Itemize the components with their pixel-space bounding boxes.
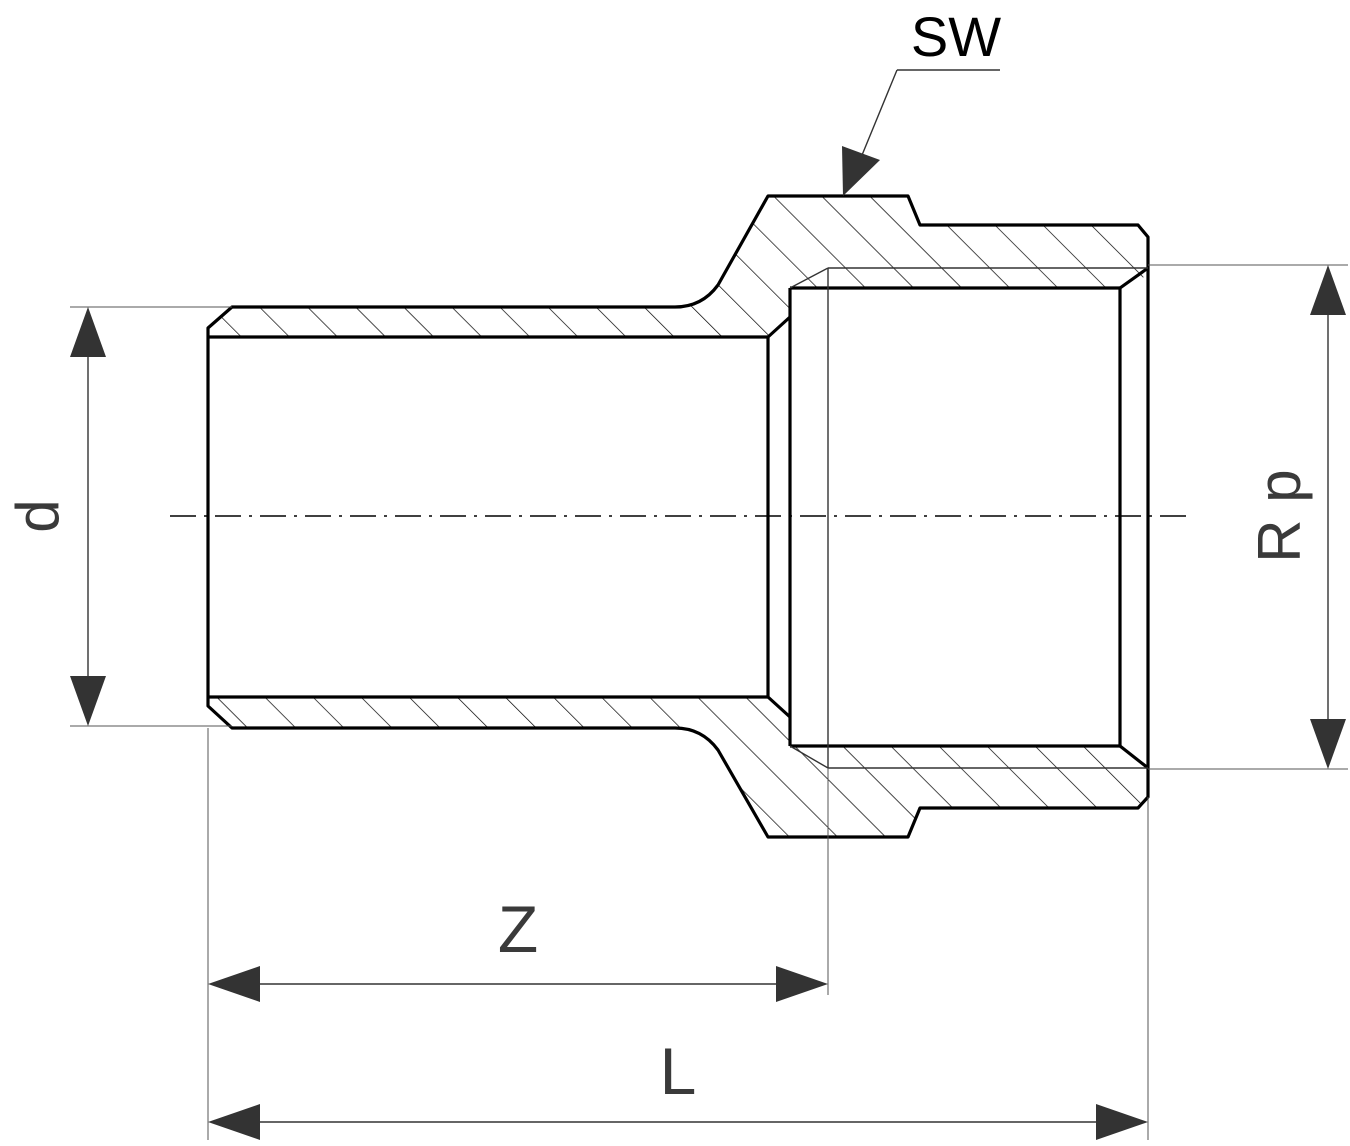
- l-arrow-left: [208, 1104, 260, 1140]
- l-arrow-right: [1096, 1104, 1148, 1140]
- z-arrow-right: [776, 966, 828, 1002]
- rp-label: R p: [1246, 469, 1313, 562]
- sw-leader: SW: [842, 5, 1001, 196]
- sw-label: SW: [911, 5, 1001, 68]
- upper-wall-section: [208, 196, 1148, 337]
- thread-lines: [789, 267, 1148, 769]
- d-arrow-bottom: [70, 676, 106, 726]
- lower-wall-section: [208, 697, 1148, 837]
- z-dimension: Z: [208, 892, 828, 1002]
- sw-arrow: [842, 146, 880, 196]
- z-arrow-left: [208, 966, 260, 1002]
- d-label: d: [4, 499, 71, 532]
- rp-arrow-top: [1310, 265, 1346, 315]
- d-dimension: d: [4, 307, 106, 726]
- fitting-outline: [206, 194, 1150, 839]
- z-label: Z: [498, 892, 538, 966]
- d-arrow-top: [70, 307, 106, 357]
- l-label: L: [660, 1034, 697, 1108]
- l-dimension: L: [208, 1034, 1148, 1140]
- rp-dimension: R p: [1246, 265, 1346, 769]
- rp-arrow-bottom: [1310, 719, 1346, 769]
- extension-lines: [70, 264, 1348, 1140]
